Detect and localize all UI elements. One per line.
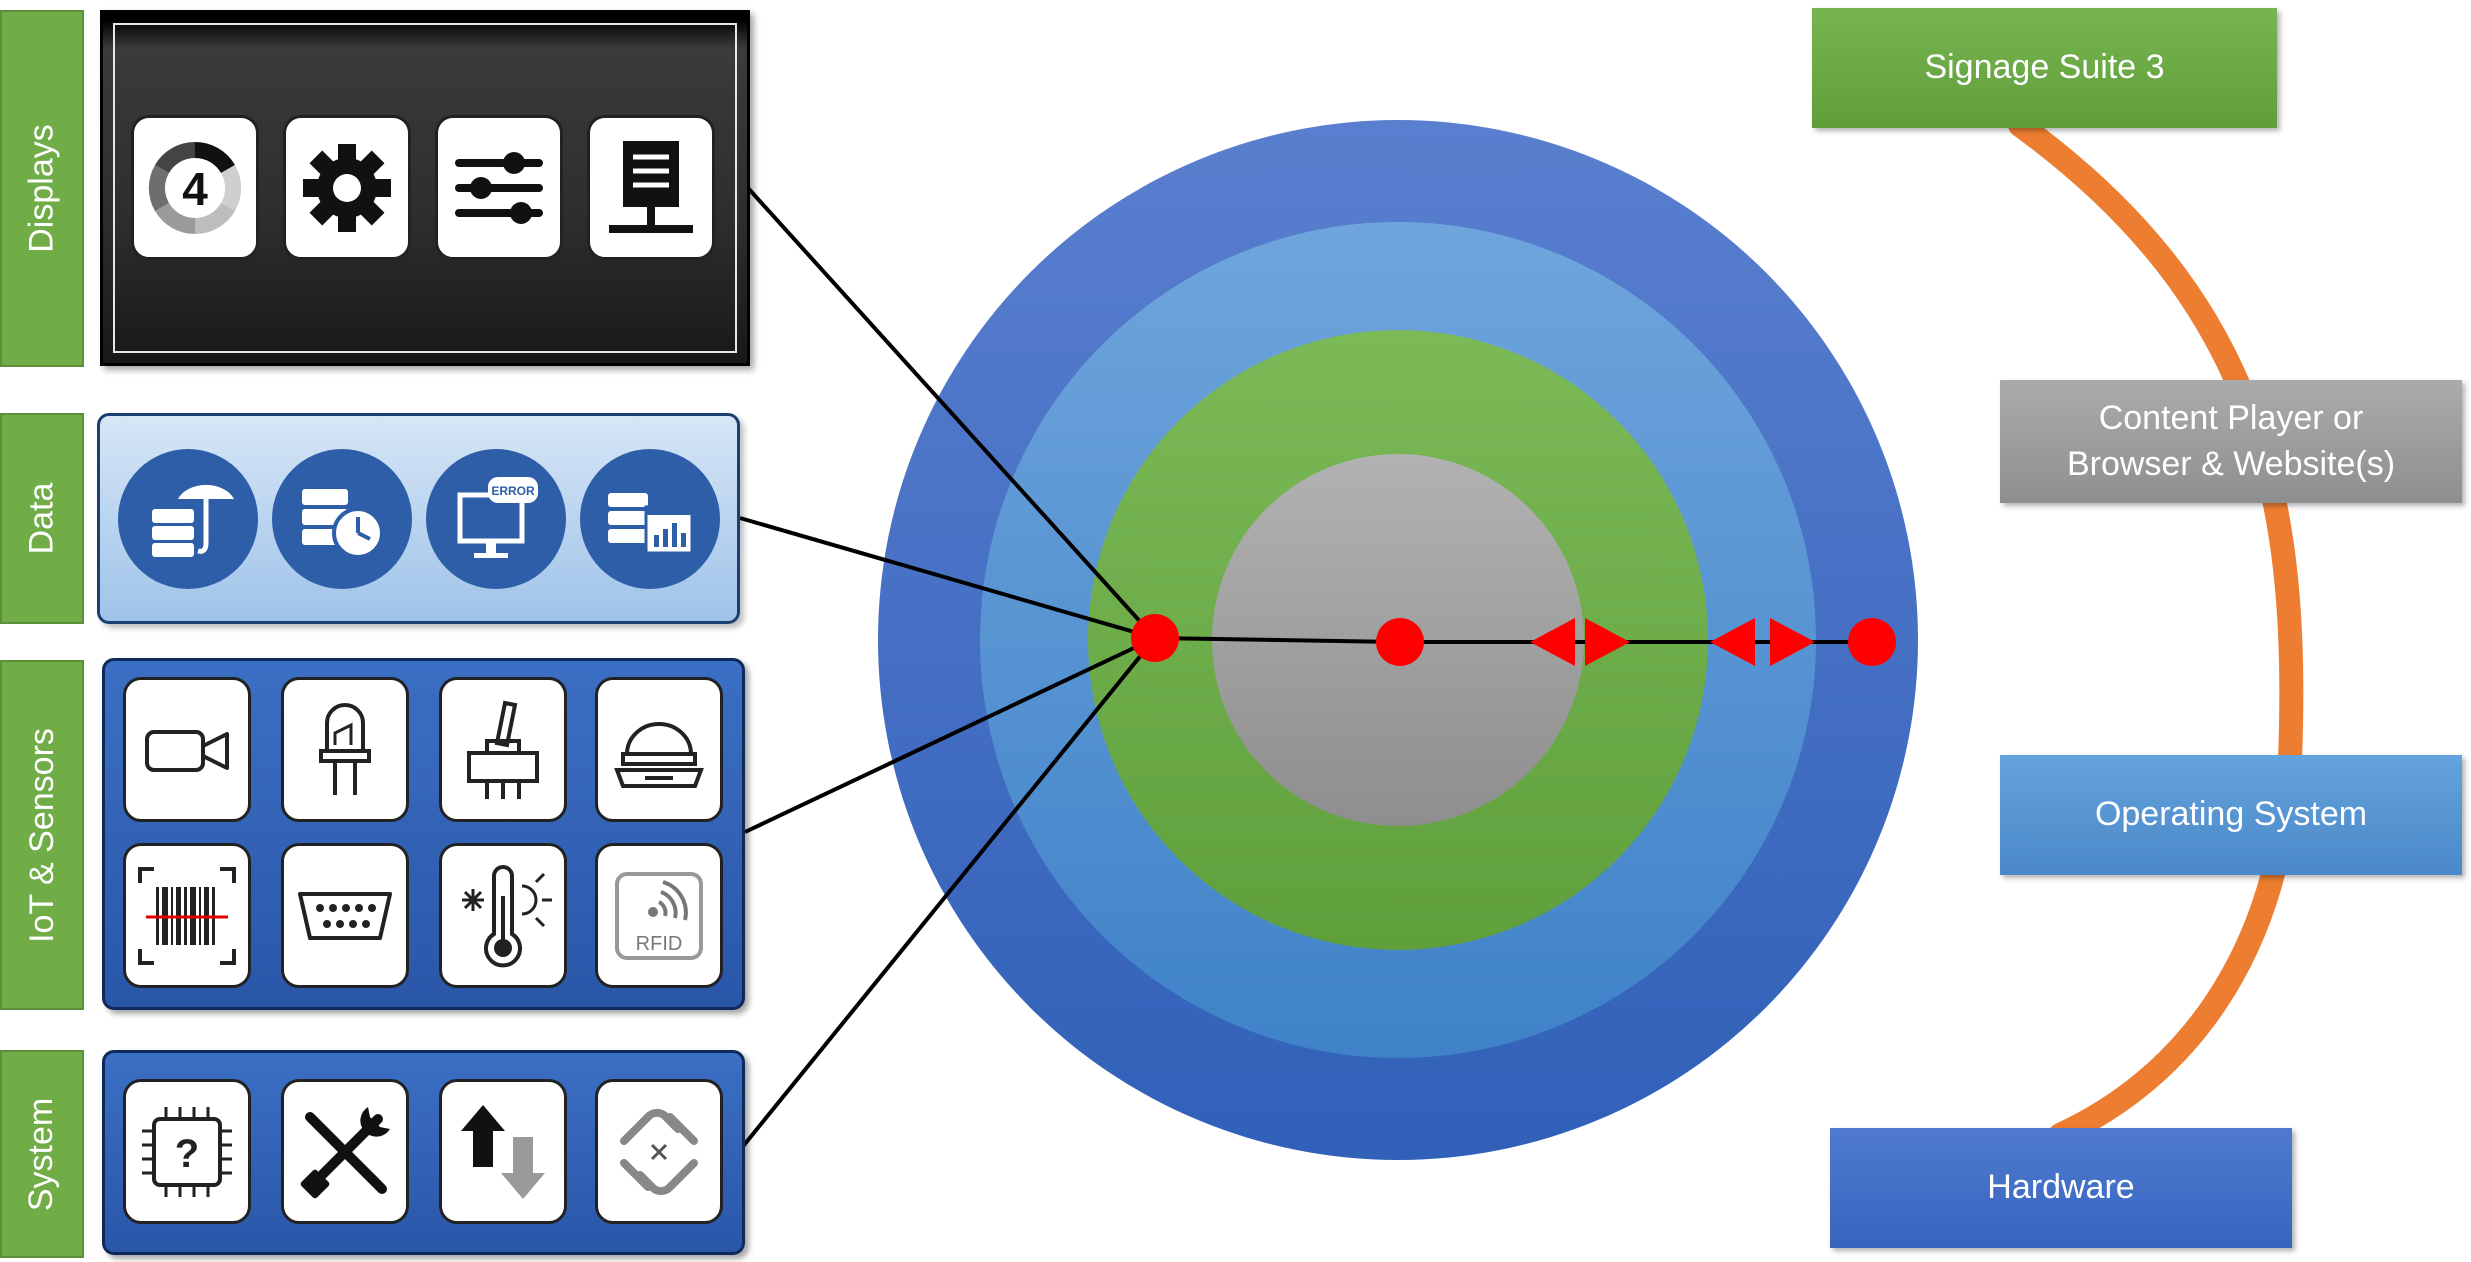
sliders-icon[interactable] [435,115,563,260]
system-panel: ? [102,1050,745,1255]
tab-displays-label: Displays [22,124,61,253]
displays-panel: 4 [100,10,750,366]
database-chart-icon[interactable] [580,449,720,589]
hardware-label: Hardware [1987,1168,2135,1207]
arrow-right-2 [1770,618,1815,666]
data-panel: ERROR [97,413,740,624]
tab-displays[interactable]: Displays [0,10,84,367]
operating-system-box[interactable]: Operating System [2000,755,2462,875]
tools-icon[interactable] [281,1079,409,1224]
buzzer-button-icon[interactable] [595,677,723,822]
barcode-scanner-icon[interactable] [123,843,251,988]
tab-data-label: Data [22,482,61,555]
upload-download-icon[interactable] [439,1079,567,1224]
iot-sensors-panel: RFID [102,658,745,1010]
layer-arc [2008,113,2304,1147]
led-icon[interactable] [281,677,409,822]
network-display-icon[interactable] [587,115,715,260]
svg-text:ERROR: ERROR [491,484,535,498]
svg-text:?: ? [175,1132,199,1176]
monitor-error-icon[interactable]: ERROR [426,449,566,589]
svg-text:4: 4 [182,163,208,215]
tab-iot-label: IoT & Sensors [22,727,61,943]
displays-panel-frame [113,23,737,353]
thermometer-icon[interactable] [439,843,567,988]
outer-dot [1848,618,1896,666]
hub-dot [1131,614,1179,662]
content-player-label-2: Browser & Website(s) [2066,444,2396,483]
arrow-right-1 [1585,618,1630,666]
tab-data[interactable]: Data [0,413,84,624]
video-camera-icon[interactable] [123,677,251,822]
arrow-left-2 [1710,618,1755,666]
gear-icon[interactable] [283,115,411,260]
content-player-box[interactable]: Content Player or Browser & Website(s) [2000,380,2462,503]
tab-system[interactable]: System [0,1050,84,1258]
serial-port-icon[interactable] [281,843,409,988]
broken-link-icon[interactable] [595,1079,723,1224]
tab-system-label: System [22,1097,61,1211]
rfid-icon[interactable]: RFID [595,843,723,988]
tab-iot-sensors[interactable]: IoT & Sensors [0,660,84,1010]
core-dot [1376,618,1424,666]
svg-text:RFID: RFID [636,933,683,955]
content-player-label-1: Content Player or [2098,398,2364,437]
brightness-dial-icon[interactable]: 4 [131,115,259,260]
arrow-left-1 [1530,618,1575,666]
toggle-switch-icon[interactable] [439,677,567,822]
operating-system-label: Operating System [2094,795,2368,834]
hardware-box[interactable]: Hardware [1830,1128,2292,1248]
signage-suite-label: Signage Suite 3 [1924,48,2165,87]
signage-suite-box[interactable]: Signage Suite 3 [1812,8,2277,128]
database-umbrella-icon[interactable] [118,449,258,589]
database-clock-icon[interactable] [272,449,412,589]
circuit-chip-question-icon[interactable]: ? [123,1079,251,1224]
